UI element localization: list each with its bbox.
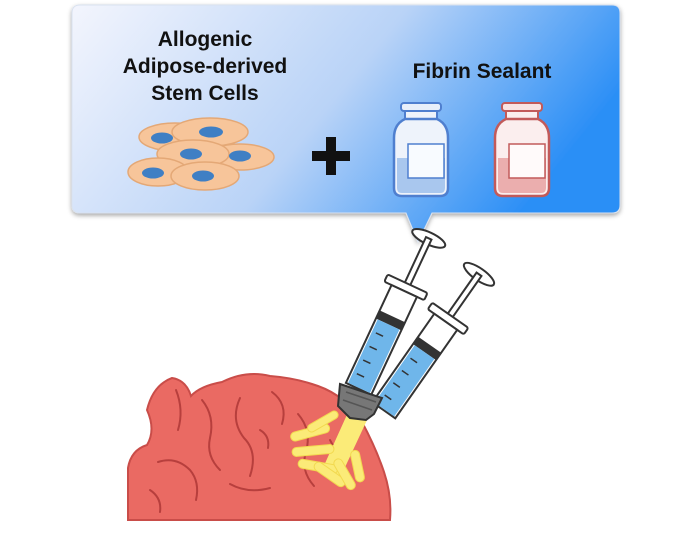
- fibrin-sealant-label: Fibrin Sealant: [392, 58, 572, 85]
- stem-cells-label-line2: Adipose-derived: [100, 53, 310, 80]
- stem-cells-label: Allogenic Adipose-derived Stem Cells: [100, 26, 310, 107]
- stem-cells-label-line3: Stem Cells: [100, 80, 310, 107]
- double-syringe-icon: [338, 224, 500, 423]
- stem-cells-label-line1: Allogenic: [100, 26, 310, 53]
